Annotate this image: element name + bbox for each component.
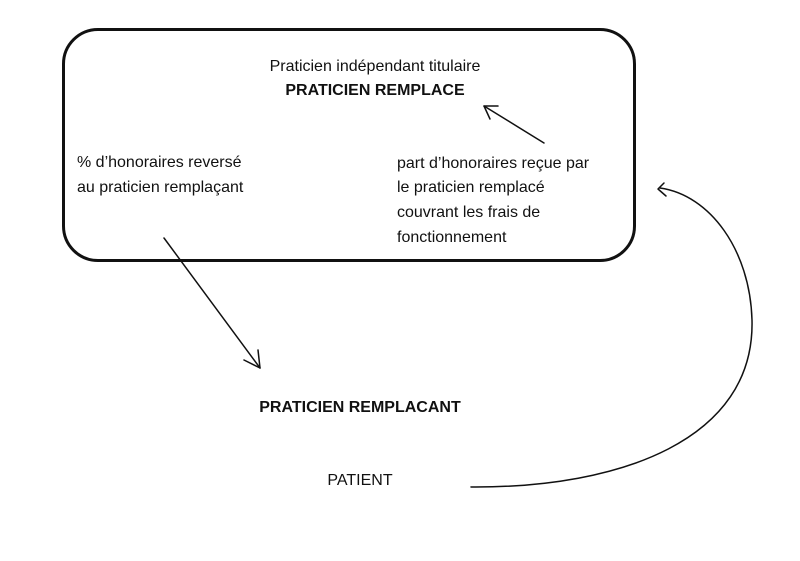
arrow-to-remplacant — [163, 237, 261, 369]
praticien-remplace-box — [62, 28, 636, 262]
praticien-remplacant-label: PRATICIEN REMPLACANT — [259, 399, 461, 416]
left-note-line2: au praticien remplaçant — [77, 179, 244, 196]
patient-label: PATIENT — [327, 472, 393, 489]
arrow-to-remplace — [483, 105, 545, 144]
right-note-line4: fonctionnement — [397, 229, 507, 246]
box-title-line1: Praticien indépendant titulaire — [269, 58, 481, 75]
right-note-line1: part d’honoraires reçue par — [397, 155, 590, 172]
right-note-line3: couvrant les frais de — [397, 204, 541, 221]
right-note-line2: le praticien remplacé — [397, 179, 545, 196]
arrow-patient-to-remplace — [470, 182, 753, 488]
left-note-line1: % d’honoraires reversé — [77, 154, 242, 171]
box-title-line2: PRATICIEN REMPLACE — [285, 82, 465, 99]
